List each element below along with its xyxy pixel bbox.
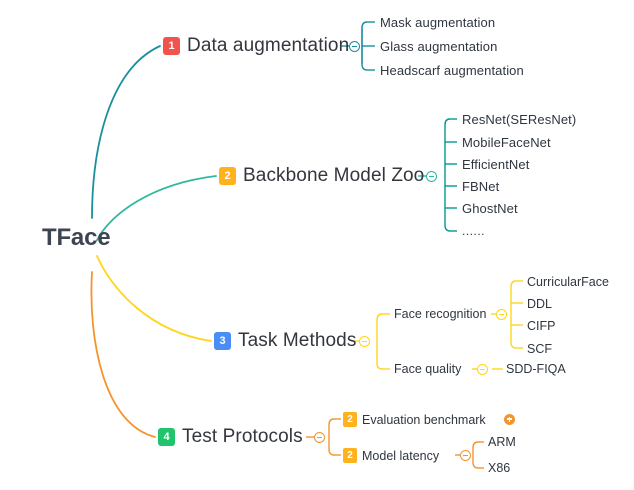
- branch-badge-3: 3: [214, 332, 231, 350]
- leaf-cifp[interactable]: CIFP: [527, 319, 556, 333]
- subnode-face-quality[interactable]: Face quality: [394, 362, 461, 376]
- leaf-ghostnet[interactable]: GhostNet: [462, 201, 518, 216]
- subnode-evaluation-benchmark[interactable]: 2 Evaluation benchmark: [343, 412, 486, 427]
- branch-curve-4: [90, 271, 156, 438]
- subnode-label-evaluation-benchmark: Evaluation benchmark: [362, 412, 486, 427]
- leaf-ellipsis[interactable]: ......: [462, 224, 486, 238]
- minus-icon: [362, 340, 367, 342]
- branch-badge-4: 4: [158, 428, 175, 446]
- collapse-toggle-face-quality[interactable]: [477, 363, 488, 375]
- collapse-toggle-branch-3[interactable]: [359, 335, 370, 347]
- leaf-sdd-fiqa[interactable]: SDD-FIQA: [506, 362, 566, 376]
- subnode-badge-evaluation-benchmark: 2: [343, 412, 357, 427]
- subnode-label-model-latency: Model latency: [362, 448, 440, 463]
- branch-curve-3: [96, 255, 212, 342]
- leaf-headscarf-augmentation[interactable]: Headscarf augmentation: [380, 63, 524, 78]
- collapse-toggle-branch-1[interactable]: [349, 40, 360, 52]
- branch-label-3: Task Methods: [238, 330, 357, 351]
- b4-ml-bracket: [472, 441, 479, 469]
- plus-icon-vertical: [508, 416, 511, 422]
- collapse-toggle-model-latency[interactable]: [460, 449, 471, 461]
- branch-badge-2: 2: [219, 167, 236, 185]
- minus-icon: [352, 45, 357, 47]
- minus-icon: [429, 175, 434, 177]
- branch-node-backbone-model-zoo[interactable]: 2 Backbone Model Zoo: [219, 165, 424, 187]
- subnode-badge-model-latency: 2: [343, 448, 357, 463]
- leaf-arm[interactable]: ARM: [488, 435, 516, 449]
- branch-node-test-protocols[interactable]: 4 Test Protocols: [158, 426, 303, 448]
- branch-badge-1: 1: [163, 37, 180, 55]
- leaf-fbnet[interactable]: FBNet: [462, 179, 500, 194]
- b4-bracket: [328, 418, 335, 456]
- minus-icon: [480, 368, 485, 370]
- collapse-toggle-branch-4[interactable]: [314, 431, 325, 443]
- subnode-model-latency[interactable]: 2 Model latency: [343, 448, 439, 463]
- branch-label-1: Data augmentation: [187, 35, 350, 56]
- minus-icon: [317, 436, 322, 438]
- leaf-efficientnet[interactable]: EfficientNet: [462, 157, 530, 172]
- branch-curve-2: [96, 175, 217, 241]
- collapse-toggle-branch-2[interactable]: [426, 170, 437, 182]
- b2-bracket: [444, 118, 451, 232]
- branch-curve-1: [91, 45, 161, 219]
- branch-node-data-augmentation[interactable]: 1 Data augmentation: [163, 35, 349, 57]
- leaf-glass-augmentation[interactable]: Glass augmentation: [380, 39, 498, 54]
- b3-fr-bracket: [510, 280, 517, 349]
- b1-bracket: [361, 21, 368, 71]
- subnode-label-face-quality: Face quality: [394, 362, 462, 376]
- branch-label-4: Test Protocols: [182, 426, 303, 447]
- leaf-curricularface[interactable]: CurricularFace: [527, 275, 609, 289]
- leaf-mobilefacenet[interactable]: MobileFaceNet: [462, 135, 551, 150]
- leaf-scf[interactable]: SCF: [527, 342, 552, 356]
- expand-toggle-evaluation-benchmark[interactable]: [504, 413, 515, 425]
- subnode-face-recognition[interactable]: Face recognition: [394, 307, 486, 321]
- collapse-toggle-face-recognition[interactable]: [496, 308, 507, 320]
- minus-icon: [499, 313, 504, 315]
- root-node[interactable]: TFace: [42, 224, 111, 252]
- minus-icon: [463, 454, 468, 456]
- branch-label-2: Backbone Model Zoo: [243, 165, 425, 186]
- leaf-ddl[interactable]: DDL: [527, 297, 553, 311]
- leaf-resnet-seresnet[interactable]: ResNet(SEResNet): [462, 112, 577, 127]
- leaf-x86[interactable]: X86: [488, 461, 511, 475]
- branch-node-task-methods[interactable]: 3 Task Methods: [214, 330, 356, 352]
- leaf-mask-augmentation[interactable]: Mask augmentation: [380, 15, 496, 30]
- subnode-label-face-recognition: Face recognition: [394, 307, 487, 321]
- b3-bracket: [376, 313, 383, 370]
- root-label: TFace: [42, 224, 111, 251]
